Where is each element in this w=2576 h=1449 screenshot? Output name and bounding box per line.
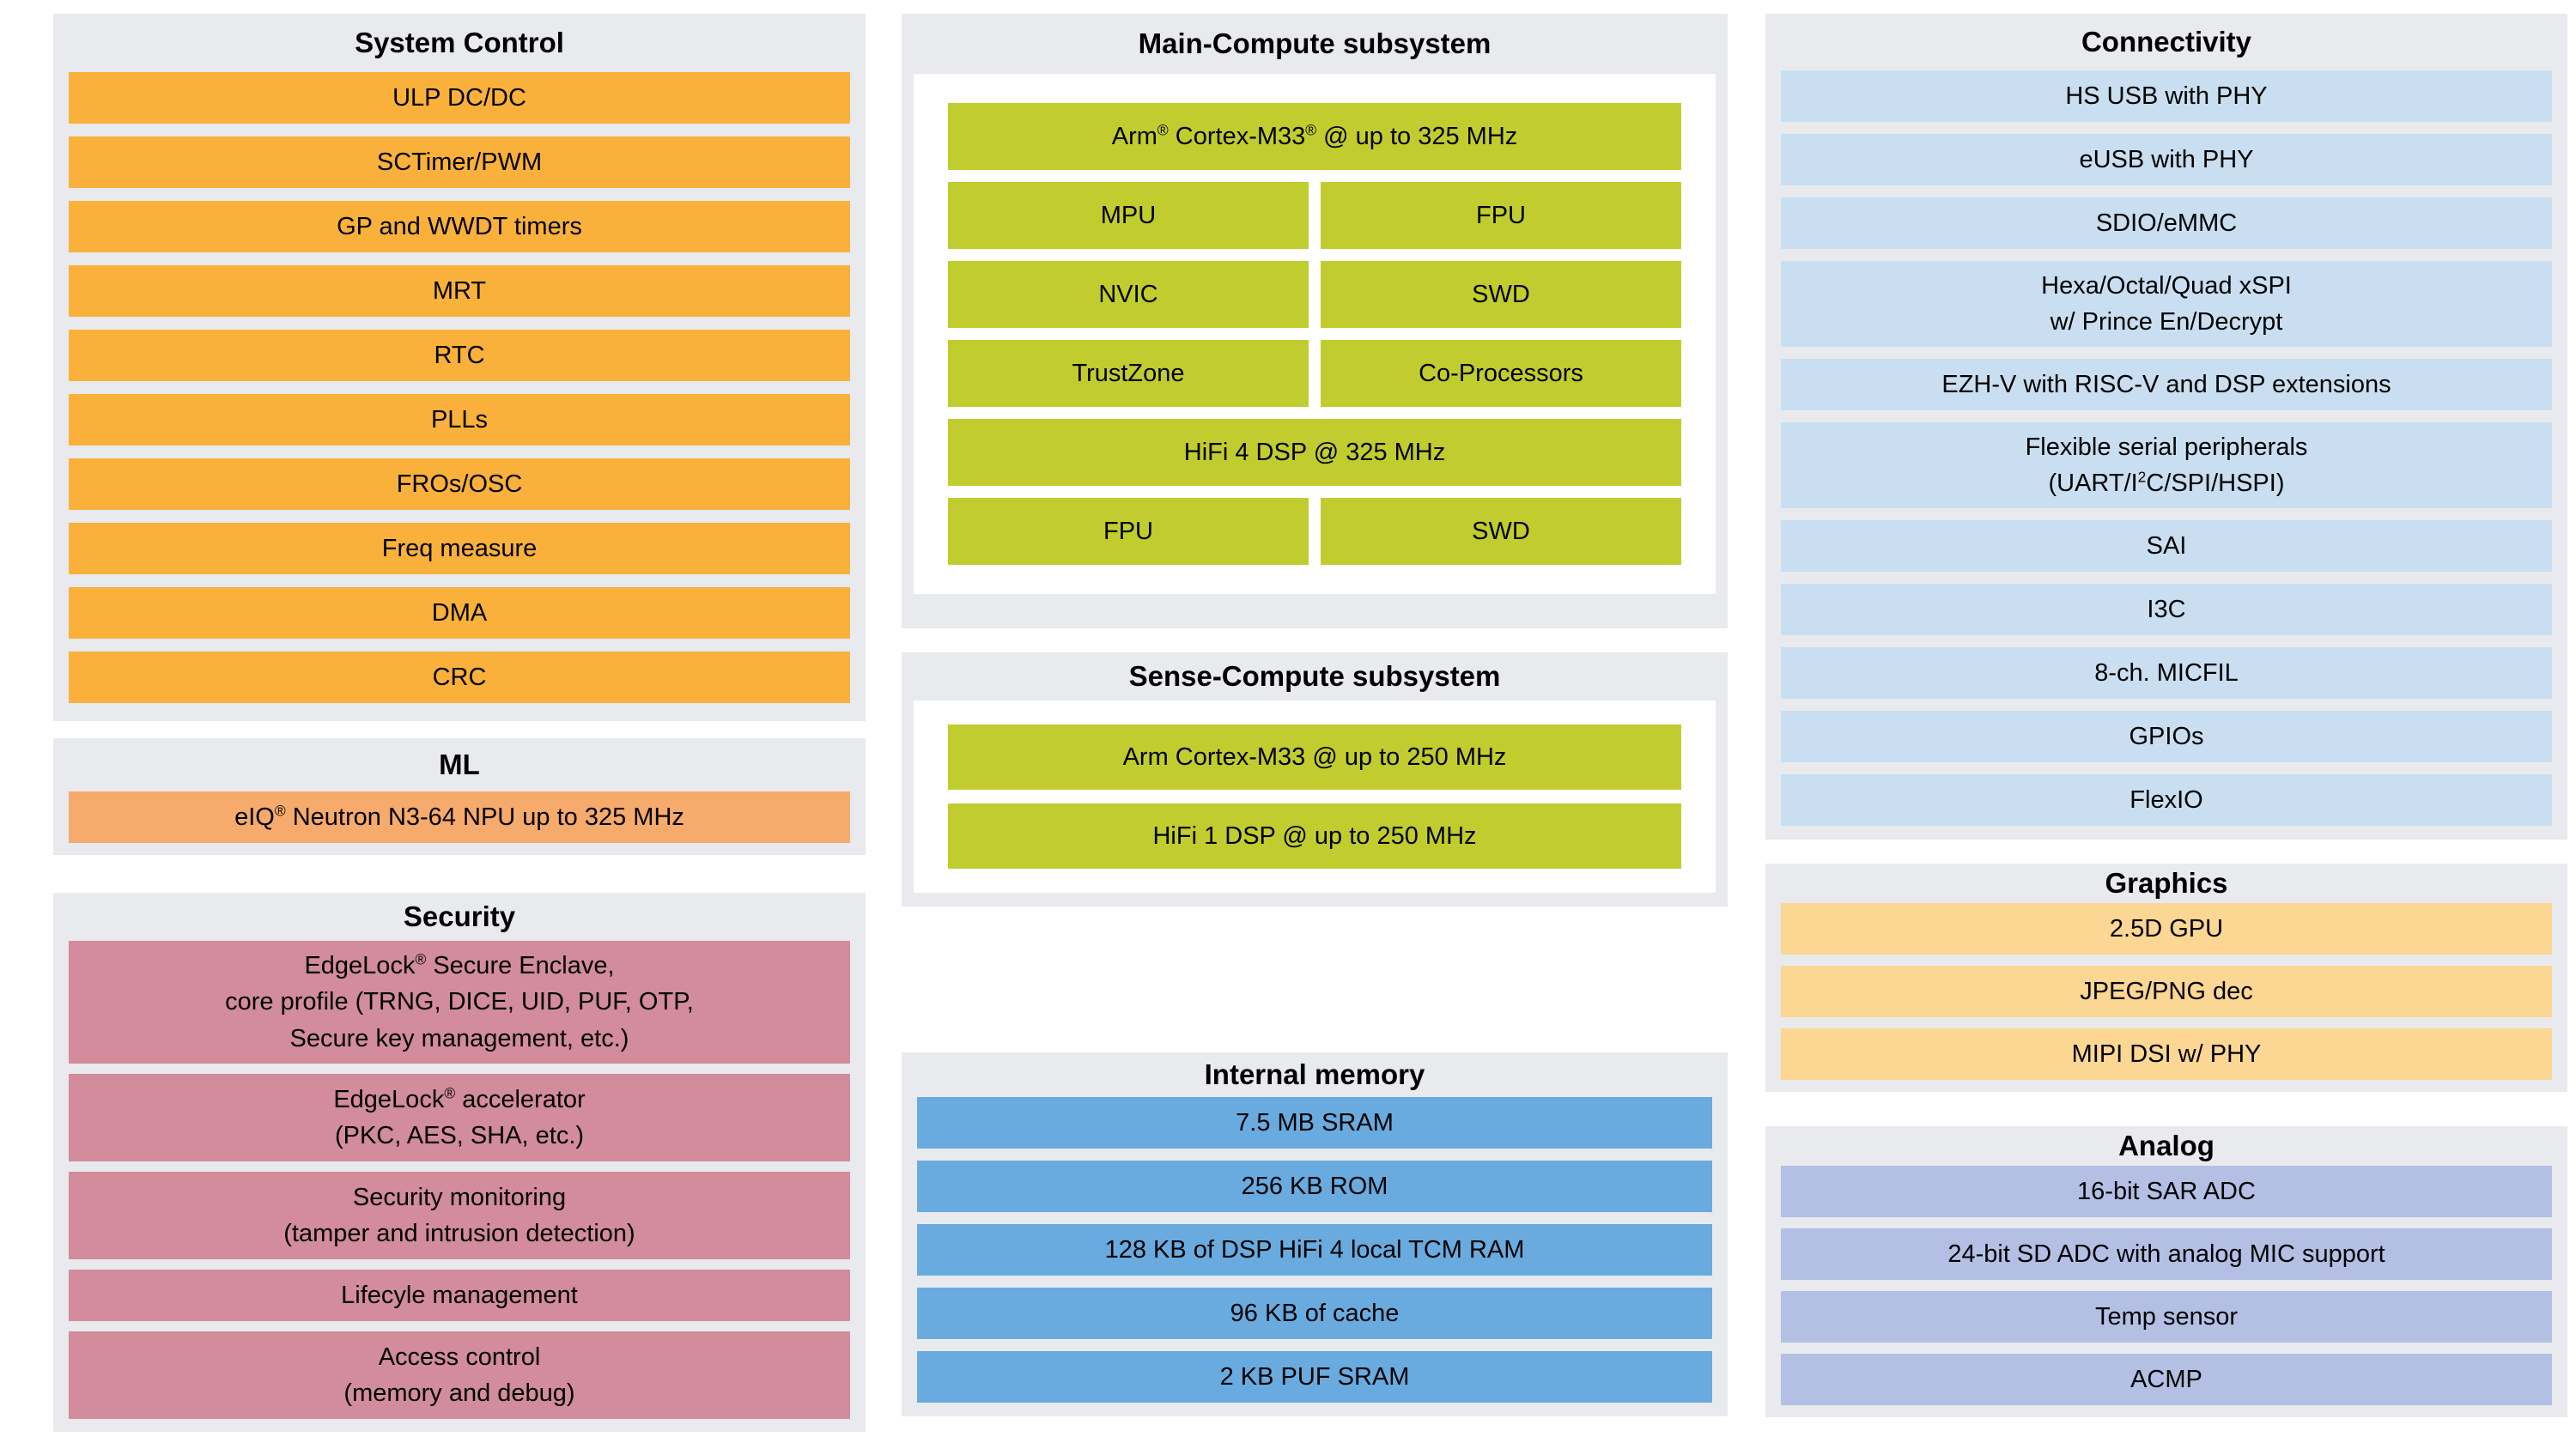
block-micfil: 8-ch. MICFIL — [1781, 647, 2552, 699]
block-hifi4-dsp: HiFi 4 DSP @ 325 MHz — [948, 419, 1681, 486]
block-tcm-ram: 128 KB of DSP HiFi 4 local TCM RAM — [917, 1224, 1712, 1276]
panel-title-security: Security — [403, 900, 516, 932]
block-sdio-emmc: SDIO/eMMC — [1781, 197, 2552, 249]
security-rows: EdgeLock® Secure Enclave, core profile (… — [53, 941, 866, 1433]
panel-system-control: System Control ULP DC/DC SCTimer/PWM GP … — [53, 14, 866, 721]
main-compute-container: Arm® Cortex-M33® @ up to 325 MHz MPU FPU… — [914, 74, 1716, 594]
panel-title-connectivity: Connectivity — [2081, 26, 2252, 58]
analog-rows: 16-bit SAR ADC 24-bit SD ADC with analog… — [1765, 1166, 2567, 1417]
superscript-2: 2 — [2137, 468, 2147, 486]
block-sar-adc: 16-bit SAR ADC — [1781, 1166, 2552, 1217]
block-sram: 7.5 MB SRAM — [917, 1097, 1712, 1149]
block-hs-usb: HS USB with PHY — [1781, 70, 2552, 122]
connectivity-rows: HS USB with PHY eUSB with PHY SDIO/eMMC … — [1765, 70, 2567, 840]
block-dma: DMA — [69, 587, 850, 639]
graphics-rows: 2.5D GPU JPEG/PNG dec MIPI DSI w/ PHY — [1765, 903, 2567, 1092]
block-rtc: RTC — [69, 330, 850, 381]
block-gpu: 2.5D GPU — [1781, 903, 2552, 955]
panel-graphics: Graphics 2.5D GPU JPEG/PNG dec MIPI DSI … — [1765, 864, 2567, 1092]
block-puf-sram: 2 KB PUF SRAM — [917, 1351, 1712, 1403]
panel-title-graphics: Graphics — [2105, 867, 2228, 899]
registered-mark: ® — [415, 950, 427, 968]
panel-sense-compute: Sense-Compute subsystem Arm Cortex-M33 @… — [902, 652, 1728, 906]
panel-main-compute: Main-Compute subsystem Arm® Cortex-M33® … — [902, 14, 1728, 628]
panel-title-ml: ML — [439, 749, 480, 780]
registered-mark: ® — [274, 802, 286, 820]
block-sctimer-pwm: SCTimer/PWM — [69, 136, 850, 188]
block-xspi: Hexa/Octal/Quad xSPI w/ Prince En/Decryp… — [1781, 261, 2552, 347]
block-trustzone: TrustZone — [948, 340, 1309, 407]
block-ezh-v: EZH-V with RISC-V and DSP extensions — [1781, 359, 2552, 410]
block-mrt: MRT — [69, 265, 850, 317]
block-gpios: GPIOs — [1781, 711, 2552, 762]
block-lifecycle-management: Lifecyle management — [69, 1270, 850, 1321]
block-swd-main: SWD — [1321, 261, 1681, 328]
block-gp-wwdt-timers: GP and WWDT timers — [69, 201, 850, 252]
main-compute-grid-row-4: FPU SWD — [948, 498, 1681, 565]
block-cache: 96 KB of cache — [917, 1288, 1712, 1339]
system-control-rows: ULP DC/DC SCTimer/PWM GP and WWDT timers… — [53, 72, 866, 717]
block-ulp-dcdc: ULP DC/DC — [69, 72, 850, 124]
block-neutron-npu: eIQ® Neutron N3-64 NPU up to 325 MHz — [69, 791, 850, 843]
block-swd-dsp: SWD — [1321, 498, 1681, 565]
block-sai: SAI — [1781, 520, 2552, 572]
panel-security: Security EdgeLock® Secure Enclave, core … — [53, 893, 866, 1432]
block-crc: CRC — [69, 652, 850, 703]
block-sd-adc: 24-bit SD ADC with analog MIC support — [1781, 1228, 2552, 1280]
block-freq-measure: Freq measure — [69, 523, 850, 574]
panel-title-internal-memory: Internal memory — [1204, 1058, 1425, 1090]
block-cortex-m33-main: Arm® Cortex-M33® @ up to 325 MHz — [948, 103, 1681, 170]
block-edgelock-accelerator: EdgeLock® accelerator (PKC, AES, SHA, et… — [69, 1074, 850, 1161]
main-compute-grid-row-1: MPU FPU — [948, 182, 1681, 249]
main-compute-grid-row-2: NVIC SWD — [948, 261, 1681, 328]
registered-mark: ® — [1157, 121, 1169, 139]
panel-title-main-compute: Main-Compute subsystem — [1138, 27, 1492, 59]
block-mpu: MPU — [948, 182, 1309, 249]
ml-rows: eIQ® Neutron N3-64 NPU up to 325 MHz — [53, 791, 866, 857]
block-temp-sensor: Temp sensor — [1781, 1291, 2552, 1343]
panel-analog: Analog 16-bit SAR ADC 24-bit SD ADC with… — [1765, 1126, 2567, 1417]
block-fpu-dsp: FPU — [948, 498, 1309, 565]
registered-mark: ® — [444, 1084, 456, 1102]
block-eusb: eUSB with PHY — [1781, 134, 2552, 185]
block-plls: PLLs — [69, 394, 850, 446]
sense-compute-container: Arm Cortex-M33 @ up to 250 MHz HiFi 1 DS… — [914, 700, 1716, 893]
main-compute-grid-row-3: TrustZone Co-Processors — [948, 340, 1681, 407]
panel-title-analog: Analog — [2118, 1130, 2215, 1161]
block-mipi-dsi: MIPI DSI w/ PHY — [1781, 1028, 2552, 1080]
panel-title-sense-compute: Sense-Compute subsystem — [1128, 660, 1501, 692]
registered-mark: ® — [1305, 121, 1317, 139]
internal-memory-rows: 7.5 MB SRAM 256 KB ROM 128 KB of DSP HiF… — [902, 1097, 1728, 1415]
panel-internal-memory: Internal memory 7.5 MB SRAM 256 KB ROM 1… — [902, 1052, 1728, 1416]
block-nvic: NVIC — [948, 261, 1309, 328]
block-hifi1-dsp: HiFi 1 DSP @ up to 250 MHz — [948, 803, 1681, 869]
block-flexio: FlexIO — [1781, 774, 2552, 826]
panel-ml: ML eIQ® Neutron N3-64 NPU up to 325 MHz — [53, 738, 866, 855]
block-access-control: Access control (memory and debug) — [69, 1331, 850, 1419]
block-i3c: I3C — [1781, 584, 2552, 635]
block-acmp: ACMP — [1781, 1354, 2552, 1405]
panel-title-system-control: System Control — [355, 27, 564, 58]
block-secure-enclave: EdgeLock® Secure Enclave, core profile (… — [69, 941, 850, 1064]
block-cortex-m33-sense: Arm Cortex-M33 @ up to 250 MHz — [948, 724, 1681, 790]
block-co-processors: Co-Processors — [1321, 340, 1681, 407]
block-flexible-serial: Flexible serial peripherals (UART/I2C/SP… — [1781, 422, 2552, 508]
block-rom: 256 KB ROM — [917, 1161, 1712, 1212]
block-fpu-main: FPU — [1321, 182, 1681, 249]
block-fros-osc: FROs/OSC — [69, 458, 850, 510]
panel-connectivity: Connectivity HS USB with PHY eUSB with P… — [1765, 14, 2567, 840]
block-jpeg-png-dec: JPEG/PNG dec — [1781, 966, 2552, 1017]
block-security-monitoring: Security monitoring (tamper and intrusio… — [69, 1172, 850, 1259]
